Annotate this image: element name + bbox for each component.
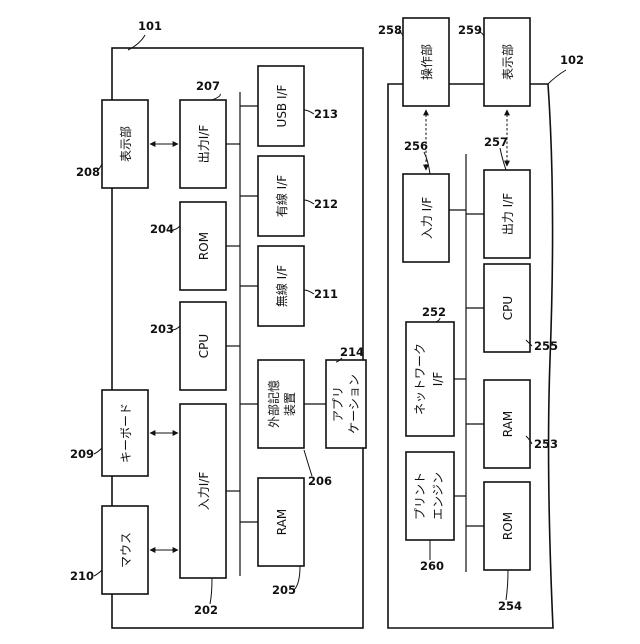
pc-application-label2: ケーション xyxy=(347,374,361,434)
pc-cpu: CPU xyxy=(180,302,226,390)
ref-208: 208 xyxy=(76,165,100,179)
ref-203: 203 xyxy=(150,322,174,336)
pc-wired-if: 有線 I/F xyxy=(258,156,304,236)
printer-ram-label: RAM xyxy=(501,411,515,437)
pc-usb-if-label: USB I/F xyxy=(275,84,289,127)
ref-254: 254 xyxy=(498,599,522,613)
pc-input-if: 入力I/F xyxy=(180,404,226,578)
printer-input-if: 入力 I/F xyxy=(403,174,449,262)
printer-network-if-label2: I/F xyxy=(431,372,445,387)
printer-print-engine-label2: エンジン xyxy=(431,472,445,520)
ref-209: 209 xyxy=(70,447,94,461)
pc-mouse-label: マウス xyxy=(119,532,133,568)
ref-255: 255 xyxy=(534,339,558,353)
pc-usb-if: USB I/F xyxy=(258,66,304,146)
printer-ref: 102 xyxy=(560,53,584,67)
pc-cpu-label: CPU xyxy=(197,334,211,358)
pc-display: 表示部 xyxy=(102,100,148,188)
ref-212: 212 xyxy=(314,197,338,211)
pc-application-label1: アプリ xyxy=(331,386,345,422)
pc-ram-label: RAM xyxy=(275,509,289,535)
pc-ext-storage-label2: 装置 xyxy=(283,392,297,416)
pc-keyboard: キーボード xyxy=(102,390,148,476)
ref-210: 210 xyxy=(70,569,94,583)
printer-rom-label: ROM xyxy=(501,512,515,540)
pc-keyboard-label: キーボード xyxy=(119,403,133,463)
printer-operation-unit: 操作部 xyxy=(403,18,449,106)
ref-202: 202 xyxy=(194,603,218,617)
printer-print-engine: プリント エンジン xyxy=(406,452,454,540)
printer-ram: RAM xyxy=(484,380,530,468)
ref-204: 204 xyxy=(150,222,174,236)
printer-output-if: 出力 I/F xyxy=(484,170,530,258)
printer-input-if-label: 入力 I/F xyxy=(420,197,434,239)
ref-207: 207 xyxy=(196,79,220,93)
printer-operation-unit-label: 操作部 xyxy=(419,44,434,80)
pc-wireless-if-label: 無線 I/F xyxy=(274,265,289,307)
pc-ref: 101 xyxy=(138,19,162,33)
pc-ram: RAM xyxy=(258,478,304,566)
ref-252: 252 xyxy=(422,305,446,319)
pc-application: アプリ ケーション xyxy=(326,360,366,448)
pc-output-if-label: 出力I/F xyxy=(197,125,211,164)
pc-mouse: マウス xyxy=(102,506,148,594)
pc-ext-storage: 外部記憶 装置 xyxy=(258,360,304,448)
ref-211: 211 xyxy=(314,287,338,301)
pc-rom: ROM xyxy=(180,202,226,290)
printer-network-if: ネットワーク I/F xyxy=(406,322,454,436)
pc-wired-if-label: 有線 I/F xyxy=(274,175,289,217)
printer-print-engine-label1: プリント xyxy=(413,472,427,520)
ref-214: 214 xyxy=(340,345,364,359)
printer-display-unit: 表示部 xyxy=(484,18,530,106)
ref-257: 257 xyxy=(484,135,508,149)
pc-frame xyxy=(112,48,363,628)
ref-258: 258 xyxy=(378,23,402,37)
pc-rom-label: ROM xyxy=(197,232,211,260)
printer-cpu-label: CPU xyxy=(501,296,515,320)
printer-rom: ROM xyxy=(484,482,530,570)
pc-wireless-if: 無線 I/F xyxy=(258,246,304,326)
ref-256: 256 xyxy=(404,139,428,153)
ref-213: 213 xyxy=(314,107,338,121)
printer-network-if-label1: ネットワーク xyxy=(413,343,427,415)
printer-display-unit-label: 表示部 xyxy=(500,44,515,80)
pc-ext-storage-label1: 外部記憶 xyxy=(266,380,281,428)
ref-259: 259 xyxy=(458,23,482,37)
printer-cpu: CPU xyxy=(484,264,530,352)
pc-input-if-label: 入力I/F xyxy=(197,472,211,511)
ref-260: 260 xyxy=(420,559,444,573)
ref-205: 205 xyxy=(272,583,296,597)
pc-output-if: 出力I/F xyxy=(180,100,226,188)
ref-253: 253 xyxy=(534,437,558,451)
printer-output-if-label: 出力 I/F xyxy=(501,193,515,235)
pc-display-label: 表示部 xyxy=(118,126,133,162)
